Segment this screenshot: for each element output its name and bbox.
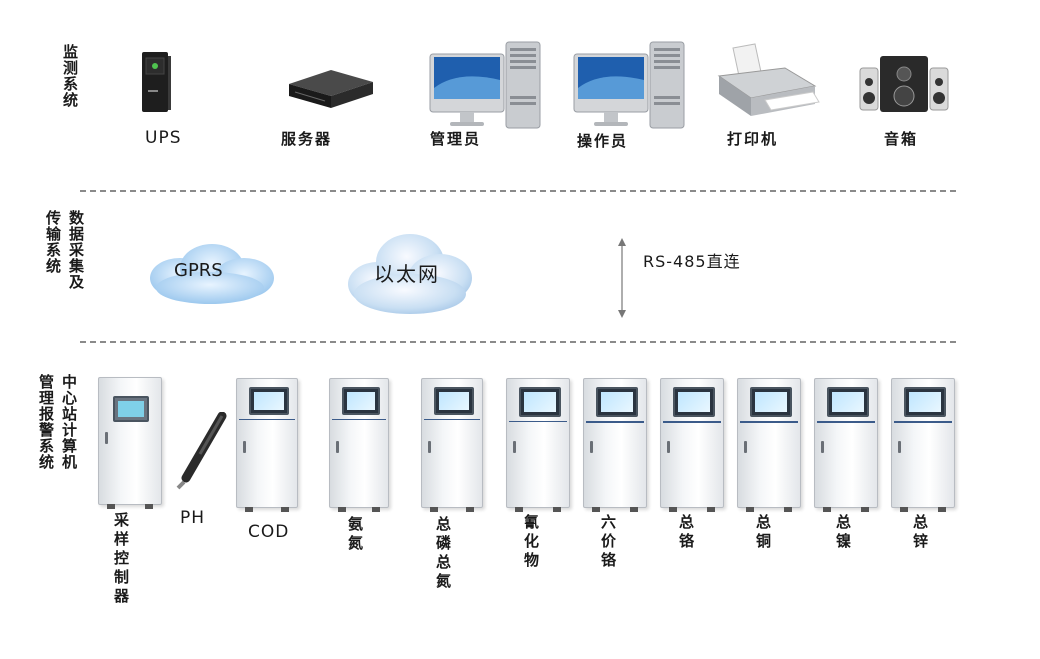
device-label-ups: UPS (145, 128, 182, 148)
rs485-label: RS-485直连 (643, 252, 741, 271)
section-divider-top (80, 190, 956, 192)
instrument-label-total-zn: 总锌 (911, 514, 929, 552)
gprs-cloud-icon (140, 238, 282, 306)
ups-icon (140, 50, 172, 114)
section-divider-bottom (80, 341, 956, 343)
gprs-label: GPRS (174, 260, 223, 281)
instrument-label-total-cr: 总铬 (677, 514, 695, 552)
ammonia-analyzer-cabinet (329, 378, 389, 512)
printer-icon (715, 42, 821, 120)
tp-tn-analyzer-cabinet (421, 378, 483, 512)
server-icon (285, 66, 377, 110)
speakers-icon (858, 54, 952, 114)
section-label-monitor: 监测系统 (61, 44, 79, 108)
device-label-server: 服务器 (281, 130, 333, 148)
admin-computer-icon (428, 40, 546, 130)
section-label-alarm-col1: 管理报警系统 (37, 374, 55, 470)
instrument-label-cyanide: 氰化物 (522, 514, 540, 571)
instrument-label-ph: PH (180, 508, 206, 528)
operator-computer-icon (572, 40, 690, 130)
hexavalent-chromium-analyzer-cabinet (583, 378, 647, 512)
total-nickel-analyzer-cabinet (814, 378, 878, 512)
instrument-label-total-cu: 总铜 (754, 514, 772, 552)
device-label-admin: 管理员 (430, 130, 482, 148)
instrument-label-total-ni: 总镍 (834, 514, 852, 552)
total-copper-analyzer-cabinet (737, 378, 801, 512)
instrument-label-sampler: 采样控制器 (112, 512, 130, 607)
ethernet-cloud-icon (340, 228, 476, 318)
total-chromium-analyzer-cabinet (660, 378, 724, 512)
section-label-alarm-col2: 中心站计算机 (60, 374, 78, 470)
instrument-label-tp-tn: 总磷总氮 (434, 516, 452, 592)
instrument-label-ammonia: 氨氮 (346, 516, 364, 554)
ph-probe-icon (170, 411, 232, 490)
cyanide-analyzer-cabinet (506, 378, 570, 512)
section-label-transfer-col2: 数据采集及 (67, 210, 85, 290)
cod-analyzer-cabinet (236, 378, 298, 512)
instrument-label-cr6: 六价铬 (599, 514, 617, 571)
instrument-label-cod: COD (248, 522, 290, 542)
ethernet-label: 以太网 (374, 262, 440, 286)
total-zinc-analyzer-cabinet (891, 378, 955, 512)
rs485-arrow-icon (616, 238, 628, 318)
section-label-transfer-col1: 传输系统 (44, 210, 62, 274)
device-label-printer: 打印机 (727, 130, 779, 148)
device-label-operator: 操作员 (577, 132, 629, 150)
sampling-controller-cabinet (98, 377, 162, 509)
device-label-speakers: 音箱 (884, 130, 919, 148)
